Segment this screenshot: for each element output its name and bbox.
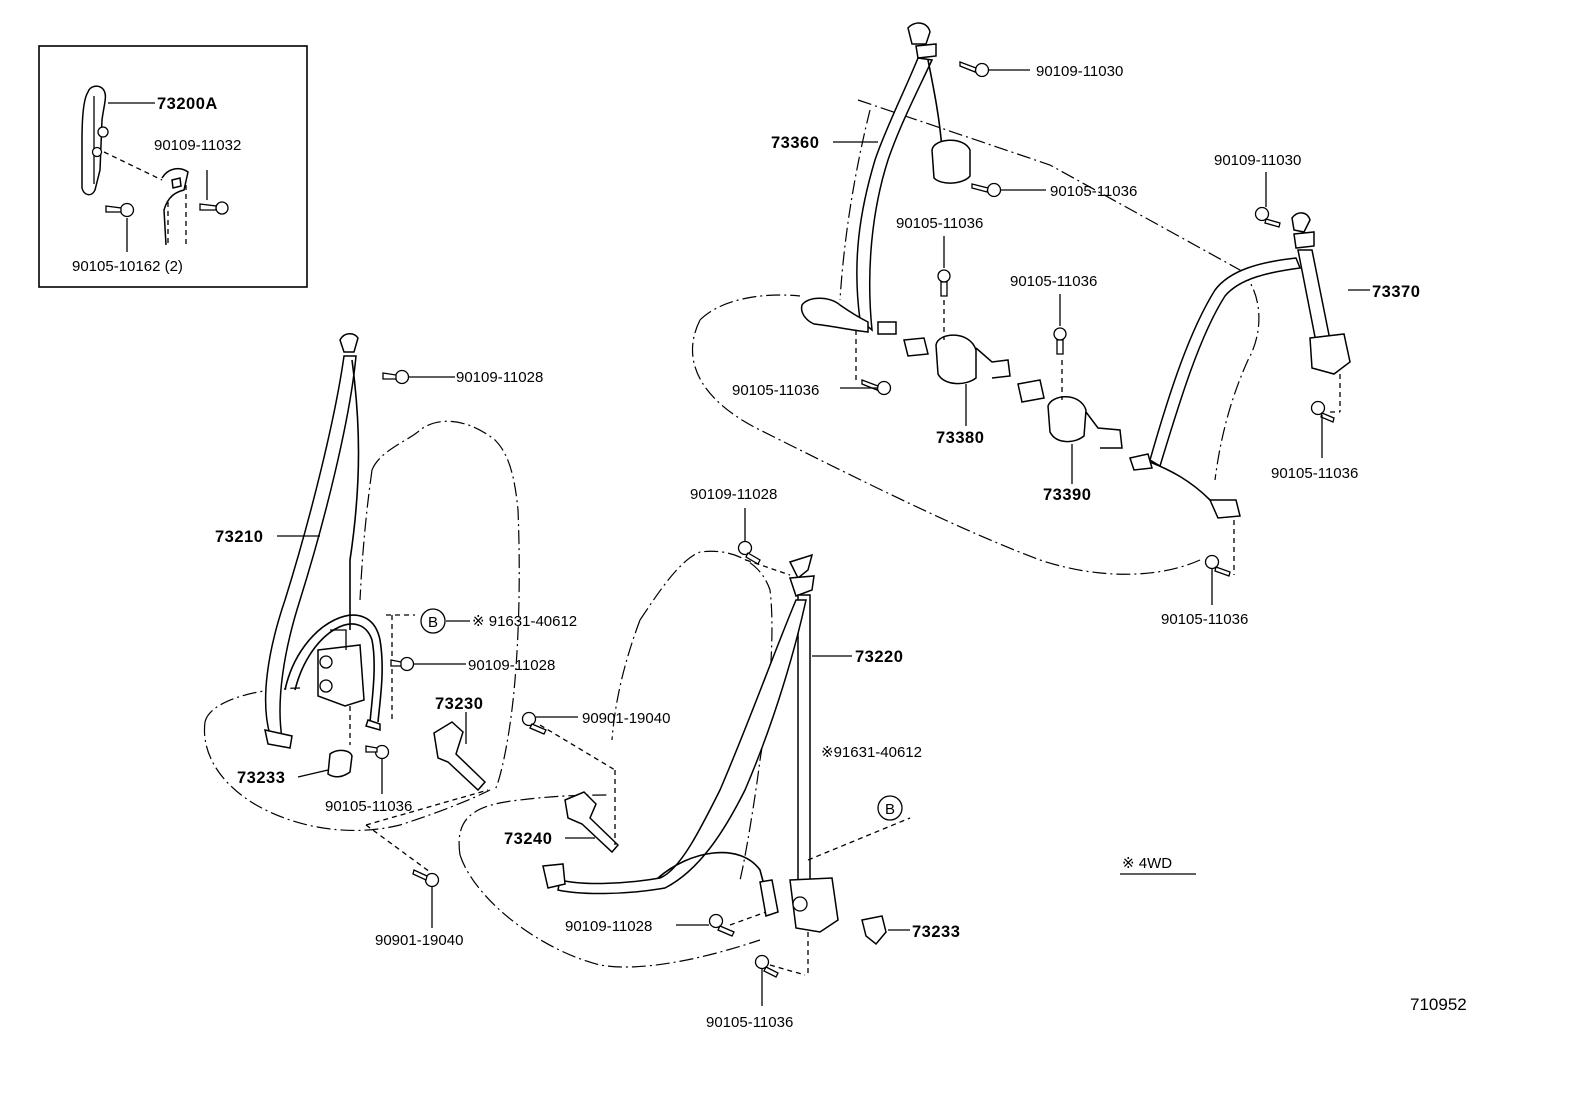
- front-right-belt-lap: [557, 599, 807, 895]
- label-90901-19040-left: 90901-19040: [375, 932, 463, 949]
- front-left-buckle: [433, 721, 487, 792]
- b-mark-icon: [877, 795, 903, 821]
- label-90105-10162: 90105-10162 (2): [72, 258, 183, 275]
- rear-right-anchor: [1291, 212, 1311, 233]
- label-91631-40612-left: ※ 91631-40612: [472, 613, 577, 630]
- bolt-icon: [708, 913, 735, 937]
- bolt-icon: [959, 61, 990, 78]
- label-73240: 73240: [504, 830, 552, 848]
- seat-back-outline: [371, 420, 520, 791]
- legend-4wd: ※ 4WD: [1122, 855, 1172, 872]
- front-right-buckle: [564, 791, 620, 854]
- rear-right-belt-lap: [1149, 257, 1302, 468]
- rear-back-outline: [839, 109, 871, 301]
- label-b-left: B: [428, 614, 438, 631]
- label-91631-40612-right: ※91631-40612: [821, 744, 922, 761]
- label-73233-right: 73233: [912, 923, 960, 941]
- rear-buckle-73390: [1047, 396, 1087, 443]
- bolt-icon: [861, 379, 892, 396]
- label-90109-11028-right-top: 90109-11028: [690, 486, 777, 503]
- label-90105-11036-e: 90105-11036: [1271, 465, 1358, 482]
- shoulder-anchor-shape: [339, 333, 359, 353]
- inset-detail: 73200A 90109-11032 90105-10162 (2): [38, 45, 308, 288]
- front-left-retractor: [317, 644, 365, 707]
- bolt-icon: [971, 182, 1002, 198]
- b-mark-icon: [420, 608, 446, 634]
- bolt-icon: [1310, 400, 1335, 423]
- bolt-icon: [199, 201, 229, 215]
- label-90109-11030-left: 90109-11030: [1036, 63, 1123, 80]
- bolt-icon: [365, 744, 390, 760]
- bolt-icon: [1254, 206, 1281, 228]
- label-73220: 73220: [855, 648, 903, 666]
- rear-left-anchor: [907, 22, 931, 45]
- label-73390: 73390: [1043, 486, 1091, 504]
- bolt-icon: [754, 954, 779, 978]
- figure-number: 710952: [1410, 995, 1467, 1014]
- rear-left-retractor: [931, 139, 971, 184]
- seat-back-outline: [639, 550, 773, 881]
- front-right-seat-group: 90109-11028 90901-19040 73220 ※91631-406…: [458, 486, 960, 1031]
- label-90105-11036-d: 90105-11036: [732, 382, 819, 399]
- label-90109-11028-right-low: 90109-11028: [565, 918, 652, 935]
- bolt-icon: [1204, 554, 1231, 577]
- shoulder-anchor-shape: [788, 553, 814, 580]
- label-90109-11028-top: 90109-11028: [456, 369, 543, 386]
- label-73380: 73380: [936, 429, 984, 447]
- rear-right-belt-vertical: [1297, 249, 1331, 343]
- front-right-cover: [861, 915, 887, 946]
- label-90105-11036-b: 90105-11036: [896, 215, 983, 232]
- label-73370: 73370: [1372, 283, 1420, 301]
- belt-anchor-shape: [161, 167, 189, 246]
- label-90105-11036-right: 90105-11036: [706, 1014, 793, 1031]
- label-90105-11036-f: 90105-11036: [1161, 611, 1248, 628]
- bolt-icon: [1053, 327, 1067, 355]
- front-right-retractor: [789, 877, 839, 933]
- rear-left-belt: [856, 57, 934, 332]
- seat-cushion-outline: [459, 854, 761, 968]
- bolt-icon: [105, 202, 135, 218]
- label-90105-11036-c: 90105-11036: [1010, 273, 1097, 290]
- bolt-icon: [412, 869, 440, 888]
- front-right-belt-vertical: [797, 594, 811, 881]
- label-90109-11028-mid: 90109-11028: [468, 657, 555, 674]
- bolt-icon: [382, 369, 410, 385]
- rear-cushion-outline: [691, 319, 1201, 575]
- label-90109-11032: 90109-11032: [154, 137, 241, 154]
- front-left-cover: [327, 749, 353, 778]
- rear-seat-group: 90109-11030 73360 90105-11036 90105-1103…: [691, 22, 1420, 628]
- label-73233-left: 73233: [237, 769, 285, 787]
- seat-cushion-outline: [203, 721, 491, 832]
- bolt-icon: [521, 711, 547, 735]
- rear-buckle-73380: [935, 334, 977, 385]
- label-90109-11030-right: 90109-11030: [1214, 152, 1301, 169]
- rear-right-retractor: [1309, 333, 1351, 375]
- label-b-right: B: [885, 801, 895, 818]
- label-90105-11036-left: 90105-11036: [325, 798, 412, 815]
- bolt-icon: [737, 540, 761, 565]
- inset-frame: [38, 45, 308, 288]
- label-73200a: 73200A: [157, 95, 218, 113]
- bolt-icon: [390, 656, 415, 672]
- label-90105-11036-a: 90105-11036: [1050, 183, 1137, 200]
- front-left-seat-group: 90109-11028 73210 B ※ 91631-40612 90109-…: [203, 333, 577, 949]
- bolt-icon: [937, 269, 951, 297]
- label-73210: 73210: [215, 528, 263, 546]
- label-90901-19040-right: 90901-19040: [582, 710, 670, 727]
- label-73360: 73360: [771, 134, 819, 152]
- cover-bolt-hole-icon: [97, 126, 109, 138]
- label-73230: 73230: [435, 695, 483, 713]
